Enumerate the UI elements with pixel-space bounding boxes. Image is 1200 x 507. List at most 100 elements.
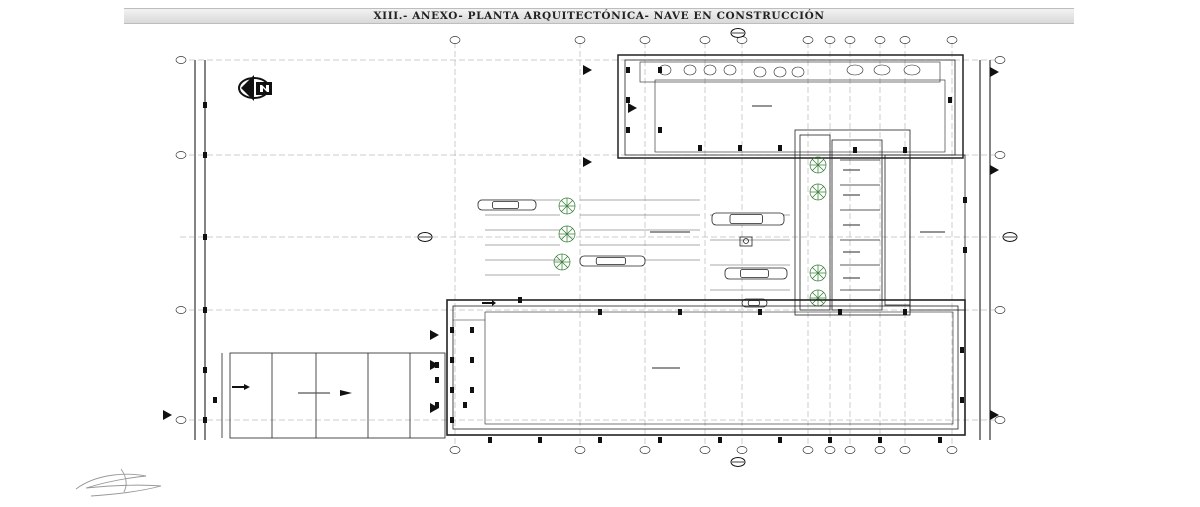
fixture [903, 64, 921, 76]
grid-bubble [574, 36, 586, 44]
fixture [773, 66, 787, 78]
car-icon [724, 267, 788, 280]
fixture [683, 64, 697, 76]
column [838, 309, 842, 315]
grid-bubble [449, 446, 461, 454]
tree-icon [809, 156, 827, 174]
trees [553, 156, 827, 307]
column [598, 437, 602, 443]
grid-lines-horizontal [180, 59, 1000, 421]
section-marker-icon [990, 410, 999, 420]
car-icon [477, 199, 537, 211]
grid-bubble [899, 36, 911, 44]
grid-bubble [899, 446, 911, 454]
tree-icon [809, 289, 827, 307]
grid-bubble [639, 446, 651, 454]
grid-lines-vertical [454, 42, 953, 448]
cars [477, 199, 788, 308]
grid-bubbles [175, 28, 1018, 467]
grid-bubble [574, 446, 586, 454]
column [463, 402, 467, 408]
car-icon [711, 212, 785, 226]
page-title: XIII.- ANEXO- PLANTA ARQUITECTÓNICA- NAV… [124, 8, 1074, 24]
section-marker-icon [583, 157, 592, 167]
column [698, 145, 702, 151]
fixture [846, 64, 864, 76]
section-markers [163, 65, 999, 420]
column [828, 437, 832, 443]
lower-building [446, 299, 966, 436]
column [470, 327, 474, 333]
columns [203, 67, 967, 443]
column [878, 437, 882, 443]
column [203, 152, 207, 158]
fixture [791, 66, 805, 78]
tree-icon [809, 264, 827, 282]
column [903, 309, 907, 315]
tree-icon [553, 253, 571, 271]
column [450, 387, 454, 393]
fixtures-row [658, 64, 921, 78]
column [963, 197, 967, 203]
section-marker-icon [628, 103, 637, 113]
column [960, 397, 964, 403]
column [203, 307, 207, 313]
column [678, 309, 682, 315]
column [470, 357, 474, 363]
column [778, 437, 782, 443]
section-marker-icon [163, 410, 172, 420]
column [948, 97, 952, 103]
tree-icon [809, 183, 827, 201]
loading-dock [221, 352, 446, 439]
column [435, 377, 439, 383]
grid-bubble [175, 151, 187, 159]
column [450, 417, 454, 423]
column [938, 437, 942, 443]
column [470, 387, 474, 393]
fixture [703, 64, 717, 76]
grid-bubble [824, 36, 836, 44]
grid-bubble [802, 36, 814, 44]
section-marker-icon [990, 67, 999, 77]
section-marker-icon [430, 403, 439, 413]
accessibility-icon [739, 236, 753, 247]
grid-bubble [639, 36, 651, 44]
column [626, 67, 630, 73]
upper-building [617, 54, 964, 159]
column [718, 437, 722, 443]
grid-bubble [736, 446, 748, 454]
column [488, 437, 492, 443]
grid-bubble [449, 36, 461, 44]
grid-bubble [824, 446, 836, 454]
grid-bubble [699, 36, 711, 44]
grid-bubble [946, 36, 958, 44]
column [203, 234, 207, 240]
column [738, 145, 742, 151]
car-icon [579, 255, 646, 267]
signature-icon [75, 468, 162, 497]
section-marker-icon [430, 360, 439, 370]
section-marker-icon [990, 165, 999, 175]
column [538, 437, 542, 443]
grid-bubble [994, 416, 1006, 424]
fixture [723, 64, 737, 76]
column [658, 67, 662, 73]
room-labels [298, 105, 945, 394]
grid-bubble [946, 446, 958, 454]
column [853, 147, 857, 153]
section-marker-icon [583, 65, 592, 75]
grid-bubble [699, 446, 711, 454]
column [960, 347, 964, 353]
grid-bubble [874, 446, 886, 454]
column [626, 97, 630, 103]
north-arrow-icon [238, 75, 272, 101]
grid-bubble [175, 416, 187, 424]
grid-bubble [802, 446, 814, 454]
column [903, 147, 907, 153]
axis-arrows [232, 300, 496, 396]
fixture [873, 64, 891, 76]
column [213, 397, 217, 403]
column [435, 402, 439, 408]
grid-bubble [994, 151, 1006, 159]
